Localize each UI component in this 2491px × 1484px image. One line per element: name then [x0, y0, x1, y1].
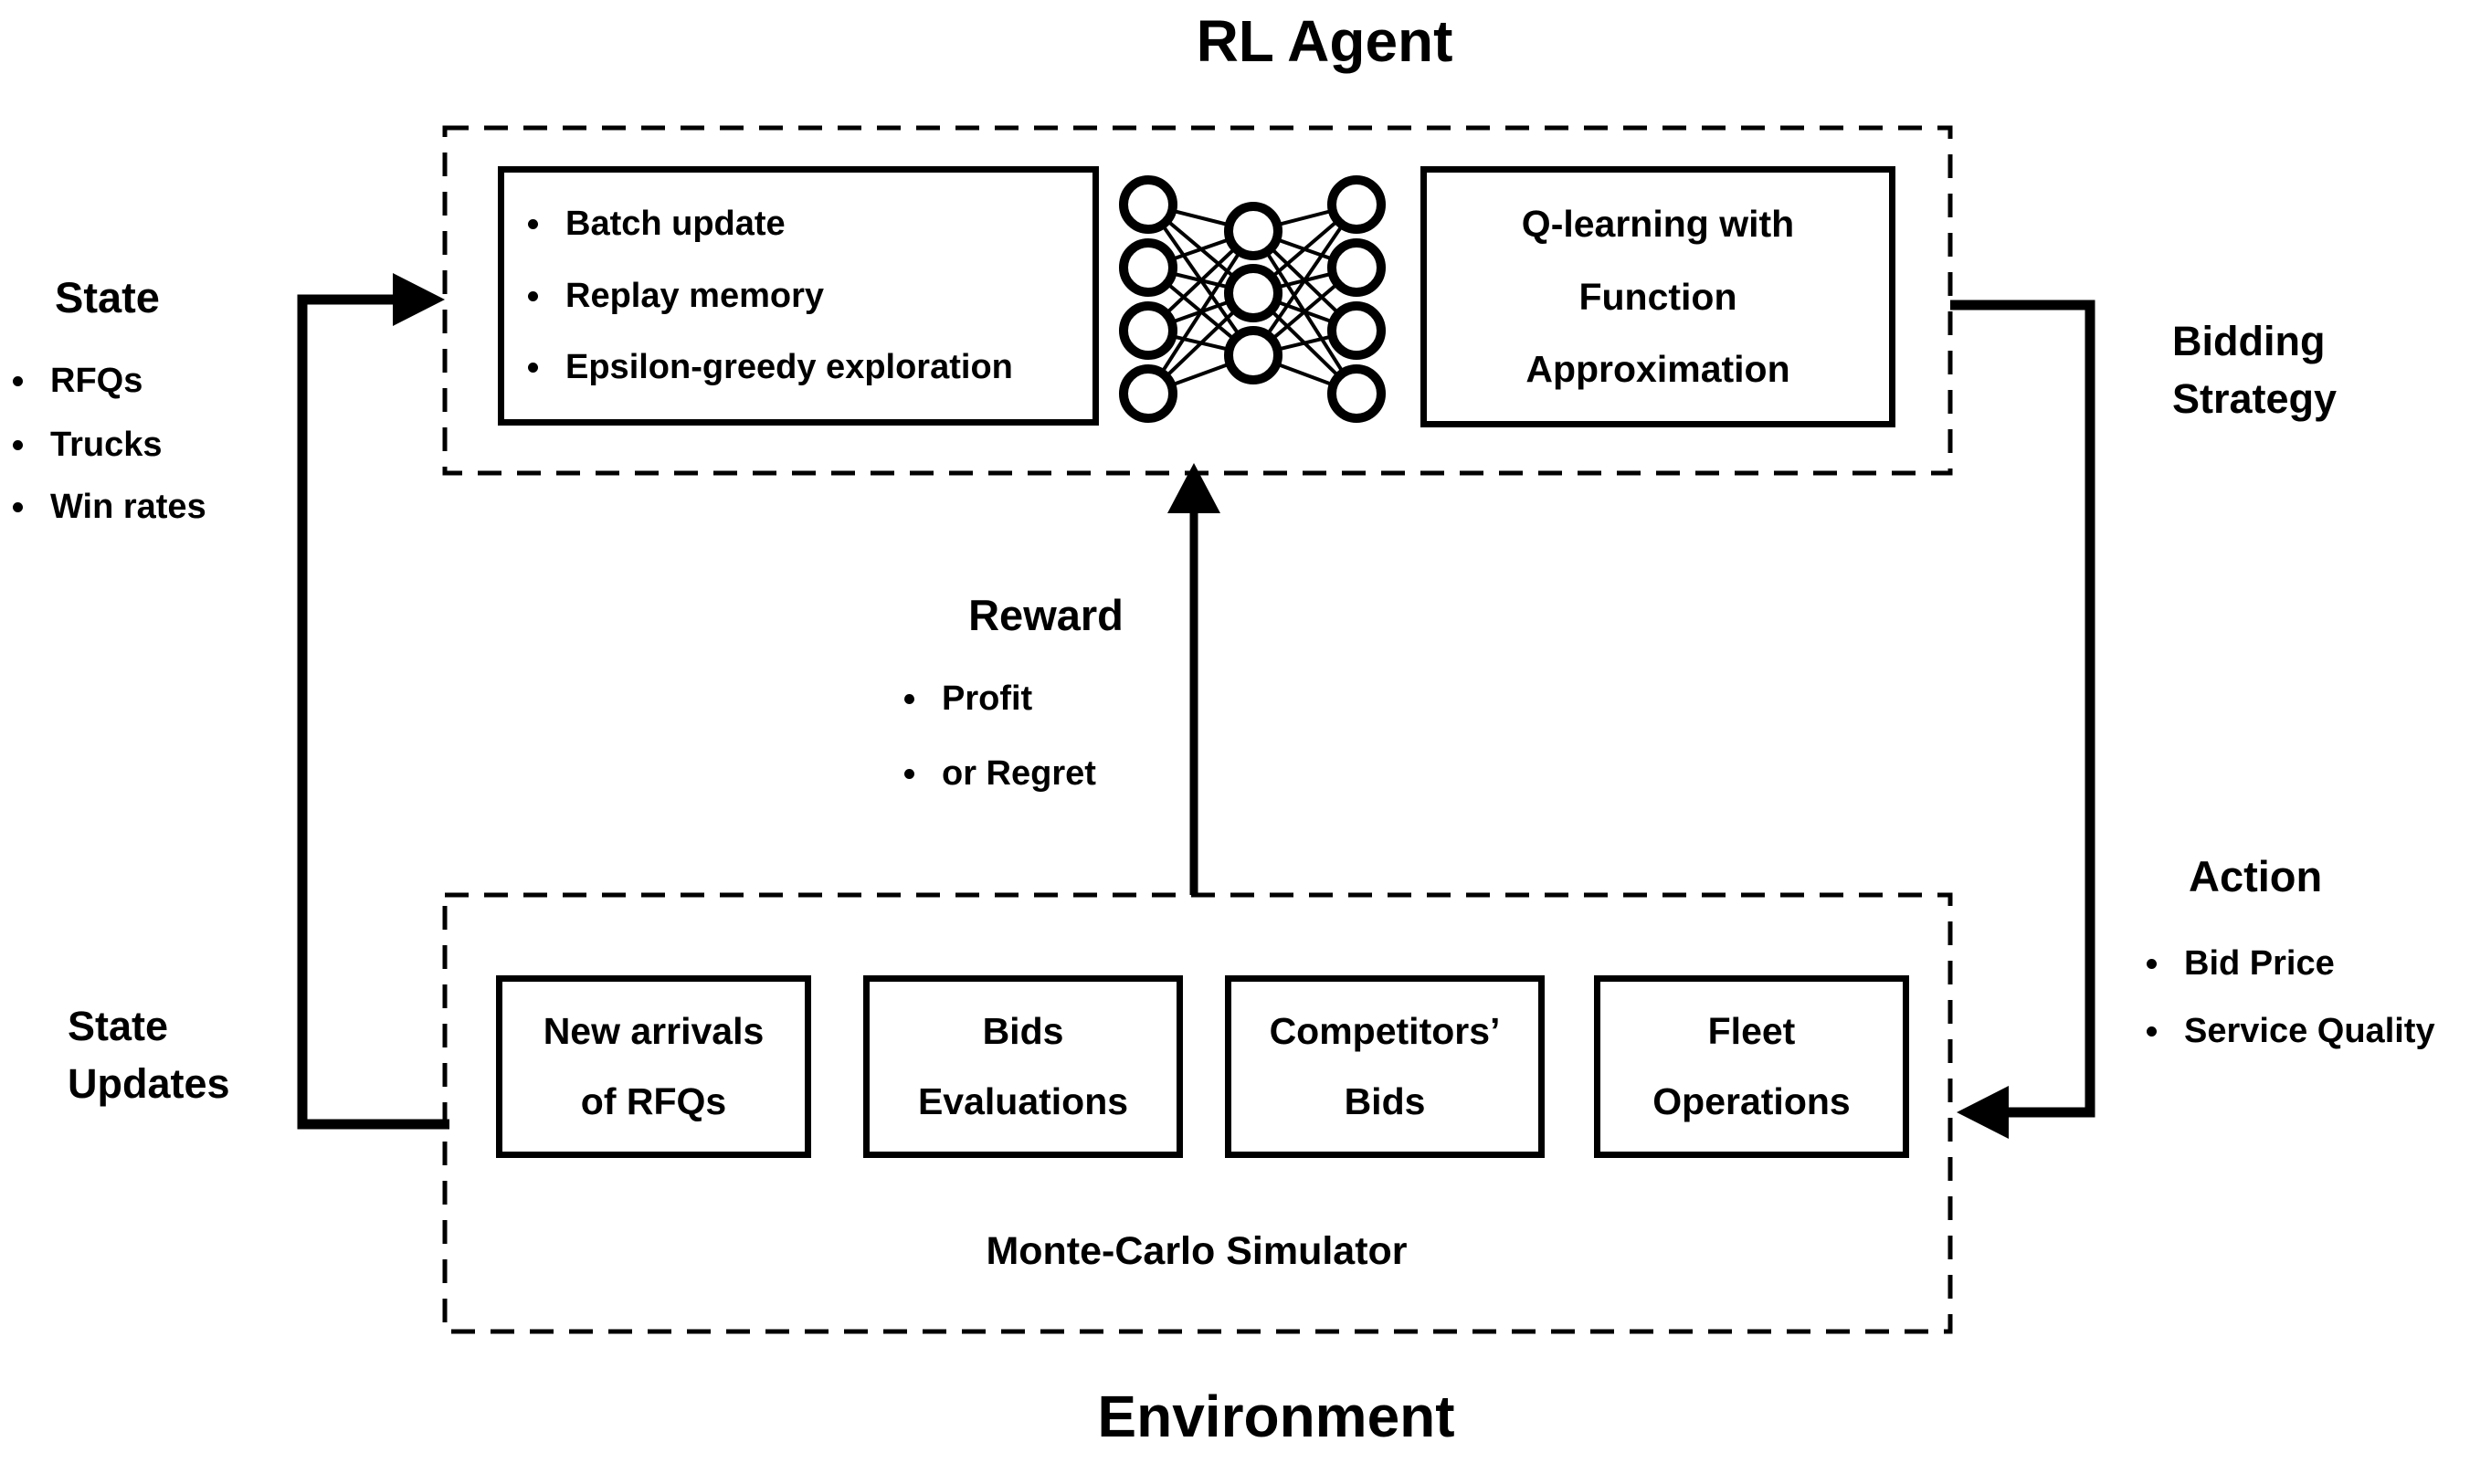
reward-item-label: or Regret: [942, 754, 1096, 793]
action-item-label: Bid Price: [2184, 944, 2335, 983]
module-line: Operations: [1652, 1080, 1851, 1123]
state-item-label: Win rates: [50, 488, 206, 526]
nn-output-layer: [1327, 175, 1386, 423]
state-updates-line: State: [68, 1003, 169, 1049]
reward-item: or Regret: [904, 754, 1096, 794]
rl-agent-title: RL Agent: [1196, 8, 1453, 74]
bullet-icon: [2147, 1026, 2157, 1037]
bullet-icon: [528, 362, 538, 373]
qlearning-box: Q-learning with Function Approximation: [1420, 166, 1895, 427]
bidding-arrowhead: [1957, 1086, 2009, 1139]
bidding-strategy-line: Strategy: [2172, 375, 2338, 422]
module-line: Competitors’: [1269, 1009, 1501, 1052]
action-item-label: Service Quality: [2184, 1012, 2435, 1050]
simulator-label: Monte-Carlo Simulator: [986, 1229, 1408, 1273]
neural-network-graphic: [1119, 175, 1386, 423]
bidding-strategy-arrow: [1950, 300, 2095, 1139]
state-item: RFQs: [13, 362, 142, 401]
module-line: Evaluations: [917, 1080, 1129, 1123]
module-bids-evaluations-box: Bids Evaluations: [863, 975, 1183, 1158]
action-item: Bid Price: [2147, 944, 2335, 984]
action-title: Action: [2189, 852, 2323, 900]
feature-item: Batch update: [528, 205, 1092, 244]
bullet-icon: [13, 502, 23, 512]
state-title: State: [55, 273, 160, 321]
qlearning-line: Approximation: [1525, 348, 1790, 391]
bidding-strategy-line: Bidding: [2172, 318, 2326, 364]
action-item: Service Quality: [2147, 1012, 2435, 1051]
reward-item-label: Profit: [942, 679, 1033, 718]
state-arrowhead: [393, 273, 445, 326]
nn-hidden-layer: [1224, 202, 1282, 384]
qlearning-line: Function: [1578, 275, 1737, 318]
module-line: Fleet: [1707, 1009, 1796, 1052]
state-item: Win rates: [13, 488, 206, 527]
bullet-icon: [528, 290, 538, 301]
environment-title: Environment: [1097, 1384, 1455, 1449]
agent-features-box: Batch update Replay memory Epsilon-greed…: [498, 166, 1099, 426]
module-new-arrivals-box: New arrivals of RFQs: [496, 975, 811, 1158]
state-item-label: Trucks: [50, 426, 163, 464]
state-arrow: [297, 273, 449, 1130]
qlearning-line: Q-learning with: [1521, 202, 1795, 245]
module-line: of RFQs: [580, 1080, 727, 1123]
bullet-icon: [2147, 959, 2157, 969]
bullet-icon: [904, 769, 914, 779]
module-fleet-operations-box: Fleet Operations: [1594, 975, 1909, 1158]
reward-item: Profit: [904, 679, 1032, 719]
module-line: New arrivals: [543, 1009, 765, 1052]
module-line: Bids: [1344, 1080, 1426, 1123]
bullet-icon: [904, 694, 914, 704]
feature-label: Epsilon-greedy exploration: [565, 347, 1013, 386]
nn-input-layer: [1119, 175, 1177, 423]
module-line: Bids: [982, 1009, 1064, 1052]
state-updates-line: Updates: [68, 1060, 230, 1107]
state-updates-label: State Updates: [68, 997, 230, 1112]
bullet-icon: [528, 219, 538, 230]
reward-arrow: [1167, 463, 1220, 895]
bullet-icon: [13, 376, 23, 386]
reward-title: Reward: [968, 591, 1124, 639]
feature-item: Epsilon-greedy exploration: [528, 348, 1092, 387]
feature-item: Replay memory: [528, 277, 1092, 316]
feature-label: Batch update: [565, 205, 786, 244]
reward-arrowhead: [1167, 463, 1220, 513]
module-competitors-bids-box: Competitors’ Bids: [1225, 975, 1545, 1158]
state-item: Trucks: [13, 426, 163, 465]
bidding-strategy-label: Bidding Strategy: [2172, 312, 2337, 427]
state-item-label: RFQs: [50, 362, 143, 400]
feature-label: Replay memory: [565, 276, 825, 315]
bullet-icon: [13, 440, 23, 450]
